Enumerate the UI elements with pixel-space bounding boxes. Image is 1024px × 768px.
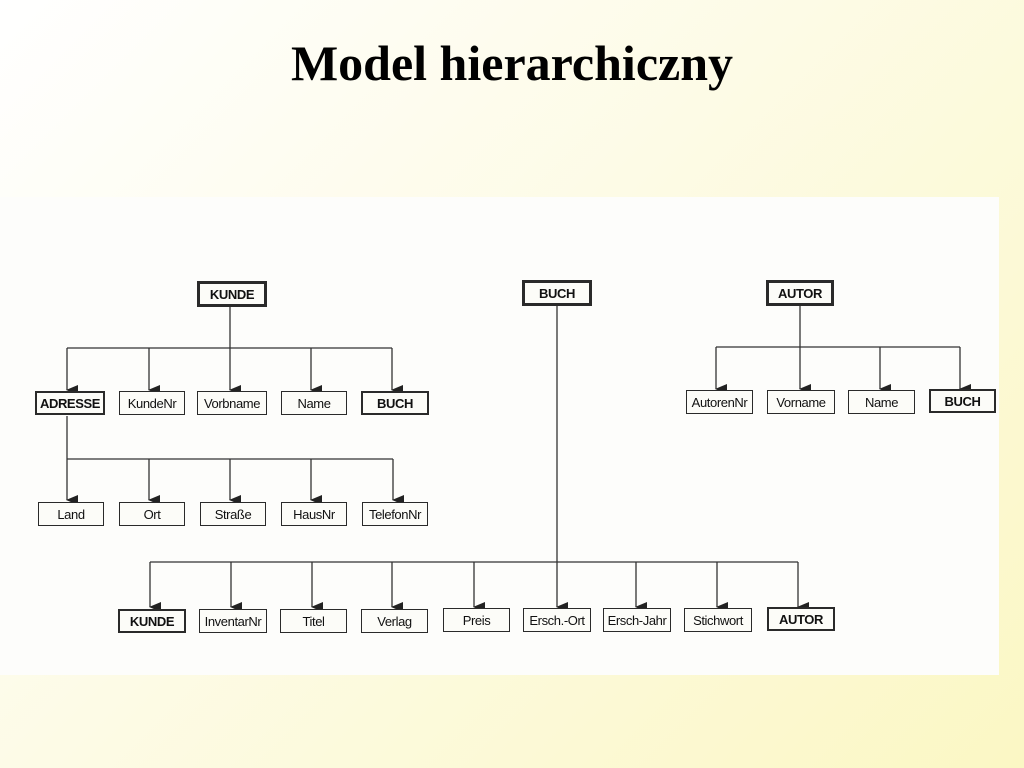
node-ersch-ort: Ersch.-Ort [523, 608, 591, 632]
page-title: Model hierarchiczny [290, 35, 734, 91]
node-verlag: Verlag [361, 609, 428, 633]
node-name: Name [281, 391, 347, 415]
node-autorennr: AutorenNr [686, 390, 753, 414]
diagram-panel: KUNDE ADRESSE KundeNr Vorbname Name BUCH… [0, 197, 999, 675]
node-ort: Ort [119, 502, 185, 526]
node-strasse: Straße [200, 502, 266, 526]
node-titel: Titel [280, 609, 347, 633]
node-vorname: Vorname [767, 390, 835, 414]
node-stichwort: Stichwort [684, 608, 752, 632]
node-vorbname: Vorbname [197, 391, 267, 415]
node-kunde-root: KUNDE [197, 281, 267, 307]
node-autor-ref: AUTOR [767, 607, 835, 631]
node-autor-root: AUTOR [766, 280, 834, 306]
node-inventarnr: InventarNr [199, 609, 267, 633]
node-land: Land [38, 502, 104, 526]
node-preis: Preis [443, 608, 510, 632]
node-kunde-ref: KUNDE [118, 609, 186, 633]
node-buch-root: BUCH [522, 280, 592, 306]
node-kundenr: KundeNr [119, 391, 185, 415]
node-autor-buch-ref: BUCH [929, 389, 996, 413]
node-telefonnr: TelefonNr [362, 502, 428, 526]
node-buch-ref: BUCH [361, 391, 429, 415]
node-ersch-jahr: Ersch-Jahr [603, 608, 671, 632]
connector-lines [66, 305, 971, 612]
node-hausnr: HausNr [281, 502, 347, 526]
node-autor-name: Name [848, 390, 915, 414]
node-adresse: ADRESSE [35, 391, 105, 415]
